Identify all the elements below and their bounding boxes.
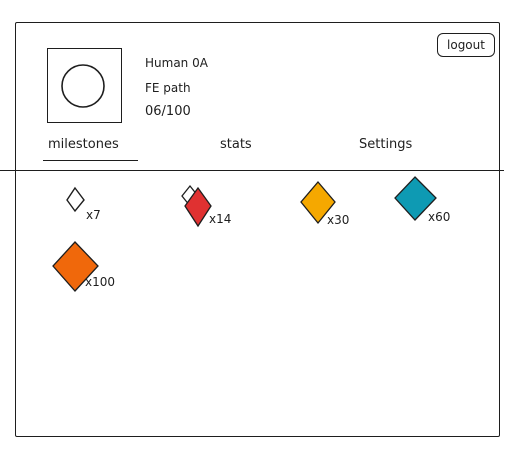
logout-button[interactable]: logout	[437, 33, 495, 57]
header-divider	[0, 170, 504, 171]
diamond-teal-icon	[394, 176, 437, 221]
milestone-item[interactable]: x100	[51, 240, 121, 296]
diamond-outline-icon	[66, 186, 85, 213]
user-path: FE path	[145, 81, 191, 95]
diamond-red-icon	[181, 184, 212, 228]
tab-stats[interactable]: stats	[220, 137, 252, 152]
user-progress: 06/100	[145, 104, 191, 119]
diamond-yellow-icon	[300, 180, 336, 225]
tab-milestones[interactable]: milestones	[48, 137, 119, 152]
app-window	[15, 22, 500, 437]
user-name: Human 0A	[145, 56, 208, 70]
avatar	[47, 48, 122, 123]
milestone-item[interactable]: x7	[64, 186, 104, 226]
milestone-count: x7	[86, 208, 101, 222]
milestone-count: x60	[428, 210, 451, 224]
tab-settings[interactable]: Settings	[359, 137, 413, 152]
milestone-item[interactable]: x14	[180, 184, 236, 230]
milestone-item[interactable]: x60	[393, 175, 457, 229]
active-tab-indicator	[43, 160, 138, 161]
diamond-orange-icon	[52, 241, 99, 292]
milestone-count: x30	[327, 213, 350, 227]
milestone-item[interactable]: x30	[299, 180, 359, 228]
milestone-count: x100	[85, 275, 116, 289]
avatar-circle-icon	[61, 64, 105, 108]
milestone-count: x14	[209, 212, 232, 226]
